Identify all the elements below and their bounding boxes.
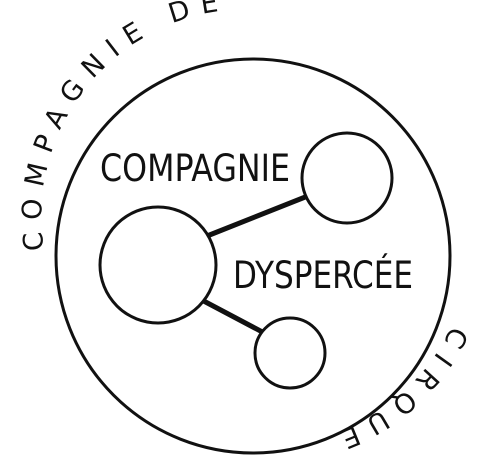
outer-ring [54, 57, 452, 455]
small-circle-bottom [253, 316, 327, 390]
ring-text-bottom: CIRQUE [327, 322, 474, 458]
large-circle-left [98, 205, 218, 325]
company-name-line2: DYSPERCÉE [233, 253, 413, 297]
company-name-line1: COMPAGNIE [100, 147, 290, 190]
ring-text-bottom-path: CIRQUE [327, 322, 463, 458]
ring-text-top: COMPAGNIE DE [17, 0, 231, 252]
small-circle-top [300, 131, 394, 225]
ring-text-top-path: COMPAGNIE DE [17, 0, 220, 252]
